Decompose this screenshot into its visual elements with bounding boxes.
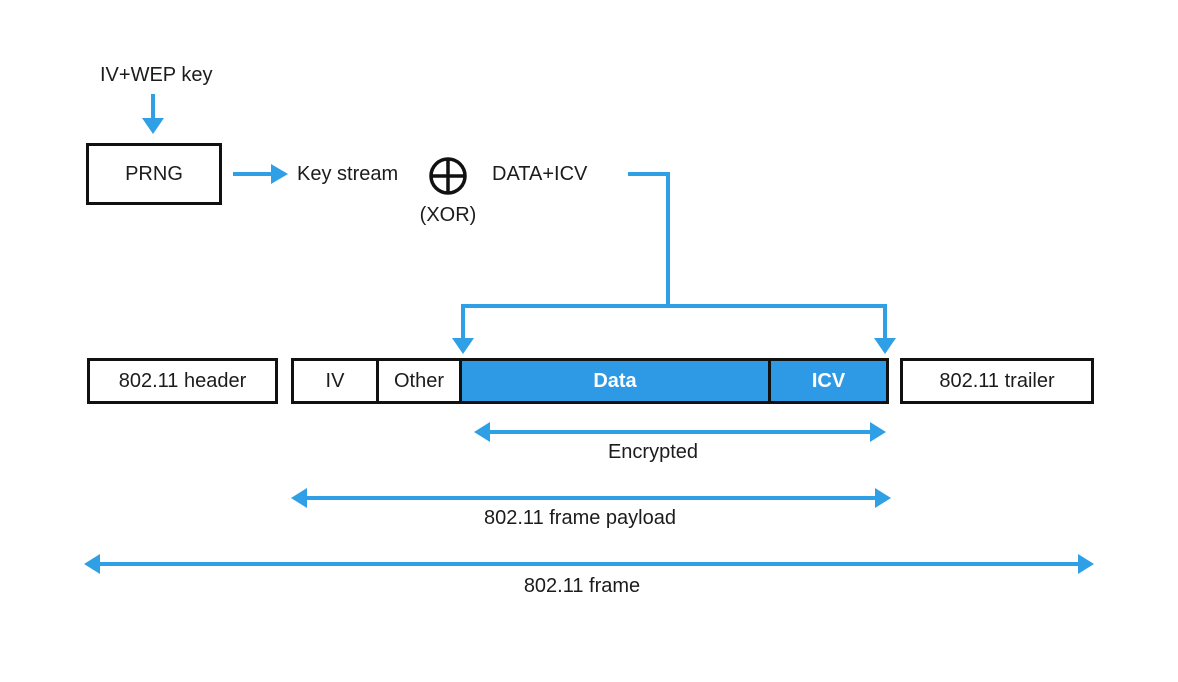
encrypted-span-arrow-icon: [474, 422, 886, 442]
frame-header-label: 802.11 header: [118, 369, 247, 392]
arrow-prng-to-keystream-icon: [233, 164, 288, 184]
field-other-label: Other: [393, 369, 445, 392]
frame-trailer-label: 802.11 trailer: [939, 369, 1055, 392]
data-icv-label: DATA+ICV: [492, 163, 588, 185]
iv-wep-key-label: IV+WEP key: [100, 64, 213, 86]
payload-span-arrow-icon: [291, 488, 891, 508]
xor-caption: (XOR): [419, 204, 477, 226]
prng-label: PRNG: [125, 162, 183, 185]
key-stream-label: Key stream: [297, 163, 399, 185]
field-other: Other: [376, 361, 459, 401]
connector-dataicv-to-frame-icon: [452, 172, 896, 354]
field-icv-label: ICV: [811, 369, 846, 392]
field-icv: ICV: [768, 361, 886, 401]
payload-span-label: 802.11 frame payload: [484, 507, 676, 529]
xor-icon: [429, 157, 467, 195]
frame-span-arrow-icon: [84, 554, 1094, 574]
field-data: Data: [459, 361, 768, 401]
field-data-label: Data: [593, 369, 637, 392]
arrow-down-to-prng-icon: [142, 94, 164, 134]
prng-box: PRNG: [86, 143, 222, 205]
field-iv-label: IV: [325, 369, 345, 392]
frame-header-box: 802.11 header: [87, 358, 278, 404]
field-iv: IV: [294, 361, 376, 401]
encrypted-span-label: Encrypted: [607, 441, 699, 463]
frame-span-label: 802.11 frame: [523, 575, 641, 597]
frame-payload-group: IV Other Data ICV: [291, 358, 889, 404]
frame-trailer-box: 802.11 trailer: [900, 358, 1094, 404]
